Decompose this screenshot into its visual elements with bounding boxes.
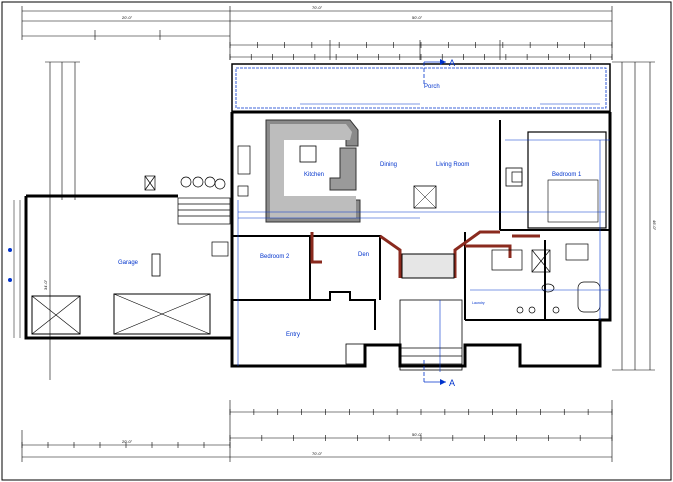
garage-door-left-x2 [31, 295, 81, 335]
porch-annotation-frame [235, 67, 607, 109]
garage-water-heater [151, 253, 161, 277]
interior-annotation-lines [237, 103, 610, 372]
exterior-walls [230, 110, 612, 368]
garage-window-markers [8, 248, 12, 282]
room-label-den: Den [358, 252, 369, 258]
dim-left-overall: 34'-0" [43, 279, 48, 290]
section-marker-top: A [449, 58, 455, 68]
garage-door-right-x2 [113, 293, 211, 335]
living-fixtures [211, 145, 523, 257]
side-dimension-lines [45, 61, 655, 380]
garage-walls [24, 194, 234, 340]
kitchen-island [299, 145, 357, 191]
bath-fixtures [491, 243, 601, 314]
room-label-kitchen: Kitchen [304, 172, 324, 178]
top-dimension-ticks [21, 42, 613, 448]
section-cut-a [423, 59, 446, 385]
bedroom-1-bed [547, 179, 599, 223]
interior-walls [232, 120, 610, 330]
firebox-x2 [413, 185, 437, 209]
top-dimension-lines [21, 6, 613, 60]
dim-right-overall: 46'-0" [652, 220, 657, 231]
fixtures-mudroom [144, 175, 226, 191]
room-label-dining: Dining [380, 162, 397, 168]
front-steps [345, 299, 463, 371]
room-label-living: Living Room [436, 162, 469, 168]
dim-top-left: 20'-0" [122, 15, 133, 20]
room-label-bedroom-2: Bedroom 2 [260, 254, 290, 260]
porch-outline [231, 63, 611, 113]
dim-bottom-right: 50'-0" [412, 432, 423, 437]
dim-bottom-overall: 70'-0" [312, 451, 323, 456]
room-label-entry: Entry [286, 332, 300, 338]
fireplace-hearth [401, 253, 455, 279]
section-marker-bottom: A [449, 378, 455, 388]
dim-bottom-left: 20'-0" [122, 439, 133, 444]
dim-top-right: 50'-0" [412, 15, 423, 20]
garage-dim-lines [13, 200, 21, 338]
bedroom-1-frame [527, 131, 607, 229]
fireplace-walls [310, 230, 540, 278]
dim-top-overall: 70'-0" [312, 5, 323, 10]
wardrobe-box [505, 167, 523, 187]
garage-door-left [31, 295, 81, 335]
garage-door-right [113, 293, 211, 335]
room-label-garage: Garage [118, 260, 139, 266]
garage-steps [177, 197, 231, 225]
room-label-laundry: Laundry [472, 301, 485, 305]
room-label-bedroom-1: Bedroom 1 [552, 172, 582, 178]
room-label-porch: Porch [424, 84, 440, 90]
bottom-dimension-lines [21, 400, 613, 462]
fireplace-firebox [413, 185, 437, 209]
